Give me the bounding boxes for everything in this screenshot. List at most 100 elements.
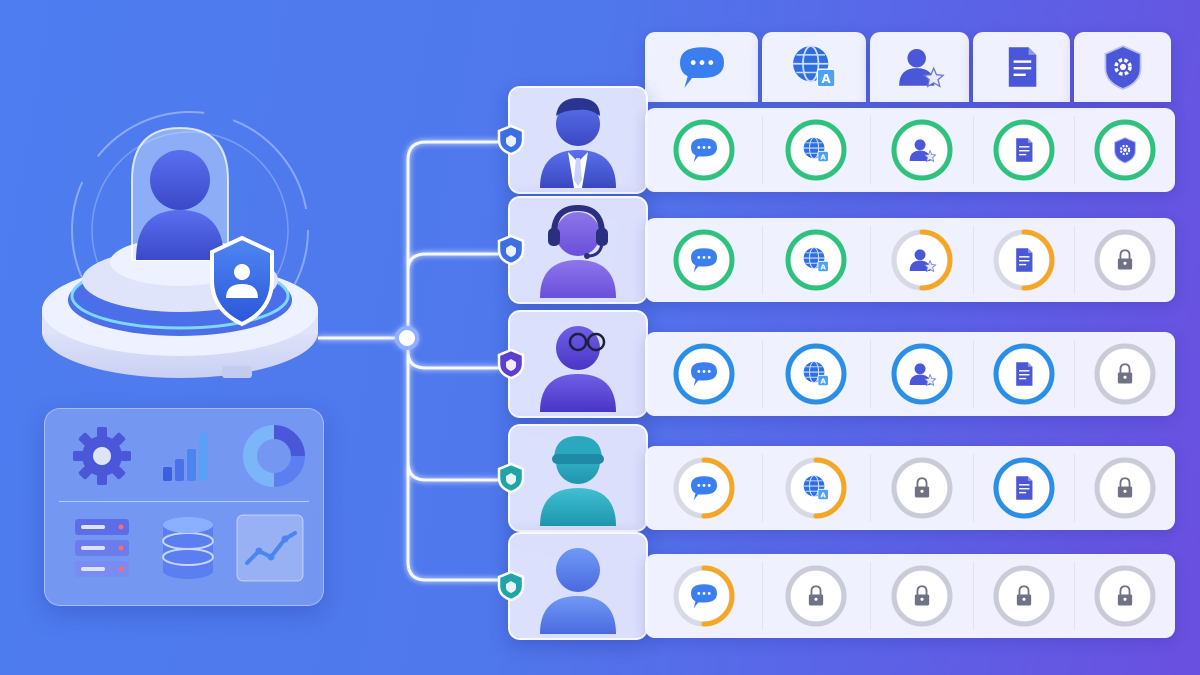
chat-bubble-icon [690,476,717,501]
permission-cell-security-settings[interactable] [1074,218,1175,302]
permission-cell-user-rating[interactable] [870,332,973,416]
column-header-user-rating[interactable] [870,32,969,102]
cell-divider [973,116,974,184]
gear-icon[interactable] [67,421,137,491]
lock-icon [1016,585,1031,606]
branch-line [406,461,500,482]
lock-icon [914,477,929,498]
user-star-icon [909,249,937,273]
document-icon [1015,248,1032,272]
permission-cell-chat[interactable] [645,332,762,416]
permission-row-support-agent: A [645,218,1175,302]
cell-divider [762,116,763,184]
access-ring-full: A [785,229,847,291]
cell-divider [973,562,974,630]
cell-divider [870,340,871,408]
permission-cell-document[interactable] [973,332,1074,416]
permission-cell-user-rating[interactable] [870,108,973,192]
permission-cell-document[interactable] [973,554,1074,638]
svg-text:A: A [820,376,826,385]
permission-cell-security-settings[interactable] [1074,446,1175,530]
line-chart-icon[interactable] [235,513,305,583]
permission-cell-chat[interactable] [645,218,762,302]
svg-text:A: A [820,490,826,499]
admin-platform [42,111,318,378]
role-shield-badge [496,124,526,156]
permission-cell-user-rating[interactable] [870,218,973,302]
permission-cell-translate[interactable]: A [762,332,870,416]
lock-icon [1117,363,1132,384]
permission-cell-translate[interactable] [762,554,870,638]
permission-cell-document[interactable] [973,108,1074,192]
permission-cell-document[interactable] [973,446,1074,530]
document-icon [1008,47,1036,87]
headset-avatar-icon [540,204,616,298]
permission-cell-security-settings[interactable] [1074,108,1175,192]
column-header-document[interactable] [973,32,1070,102]
svg-text:A: A [821,72,831,86]
user-star-icon [898,48,945,88]
globe-translate-icon: A [793,45,836,88]
access-ring-full [891,119,952,181]
access-ring-partial [891,229,952,291]
hub-node [395,326,419,350]
column-header-security-settings[interactable] [1074,32,1171,102]
permission-cell-translate[interactable]: A [762,218,870,302]
beanie-avatar-icon [540,436,616,526]
cell-divider [1074,340,1075,408]
access-ring-full [993,119,1054,181]
role-shield-badge [496,348,526,380]
cell-divider [762,226,763,294]
column-header-chat[interactable] [645,32,758,102]
access-ring-full [673,119,734,181]
cell-divider [973,454,974,522]
role-card-support-agent[interactable] [508,196,648,304]
glasses-avatar-icon [540,326,616,412]
globe-translate-icon: A [803,361,829,387]
permission-cell-translate[interactable]: A [762,108,870,192]
branch-line [406,351,500,370]
shield-gear-icon [1113,137,1136,164]
access-ring-standard [673,343,734,405]
role-card-guest[interactable] [508,532,648,640]
role-card-manager[interactable] [508,86,648,194]
bar-chart-icon[interactable] [153,421,223,491]
cell-divider [870,454,871,522]
lock-icon [914,585,929,606]
permission-cell-translate[interactable]: A [762,446,870,530]
permission-cell-chat[interactable] [645,446,762,530]
permission-cell-chat[interactable] [645,108,762,192]
access-ring-locked [891,457,952,519]
permission-cell-user-rating[interactable] [870,446,973,530]
permission-cell-chat[interactable] [645,554,762,638]
access-ring-partial [673,565,734,627]
chat-bubble-icon [690,248,717,273]
permission-cell-user-rating[interactable] [870,554,973,638]
server-icon[interactable] [67,513,137,583]
shield-user-icon [210,235,274,327]
permission-cell-security-settings[interactable] [1074,554,1175,638]
access-ring-full [1094,119,1155,181]
cell-divider [762,562,763,630]
database-icon[interactable] [153,513,223,583]
cell-divider [762,454,763,522]
role-shield-badge [496,570,526,602]
permission-cell-document[interactable] [973,218,1074,302]
shield-icon [497,570,525,602]
access-ring-locked [993,565,1054,627]
column-header-translate[interactable]: A [762,32,866,102]
donut-chart-icon[interactable] [239,421,309,491]
shield-gear-icon [1104,45,1141,90]
permission-row-contributor: A [645,446,1175,530]
branch-line [406,252,500,271]
cell-divider [1074,226,1075,294]
permission-cell-security-settings[interactable] [1074,332,1175,416]
role-card-analyst[interactable] [508,310,648,418]
role-card-contributor[interactable] [508,424,648,532]
svg-text:A: A [820,262,826,271]
manager-avatar-icon [540,98,616,188]
globe-translate-icon: A [803,475,829,501]
user-star-icon [909,363,937,387]
branch-line [406,561,500,582]
access-ring-partial: A [785,457,847,519]
